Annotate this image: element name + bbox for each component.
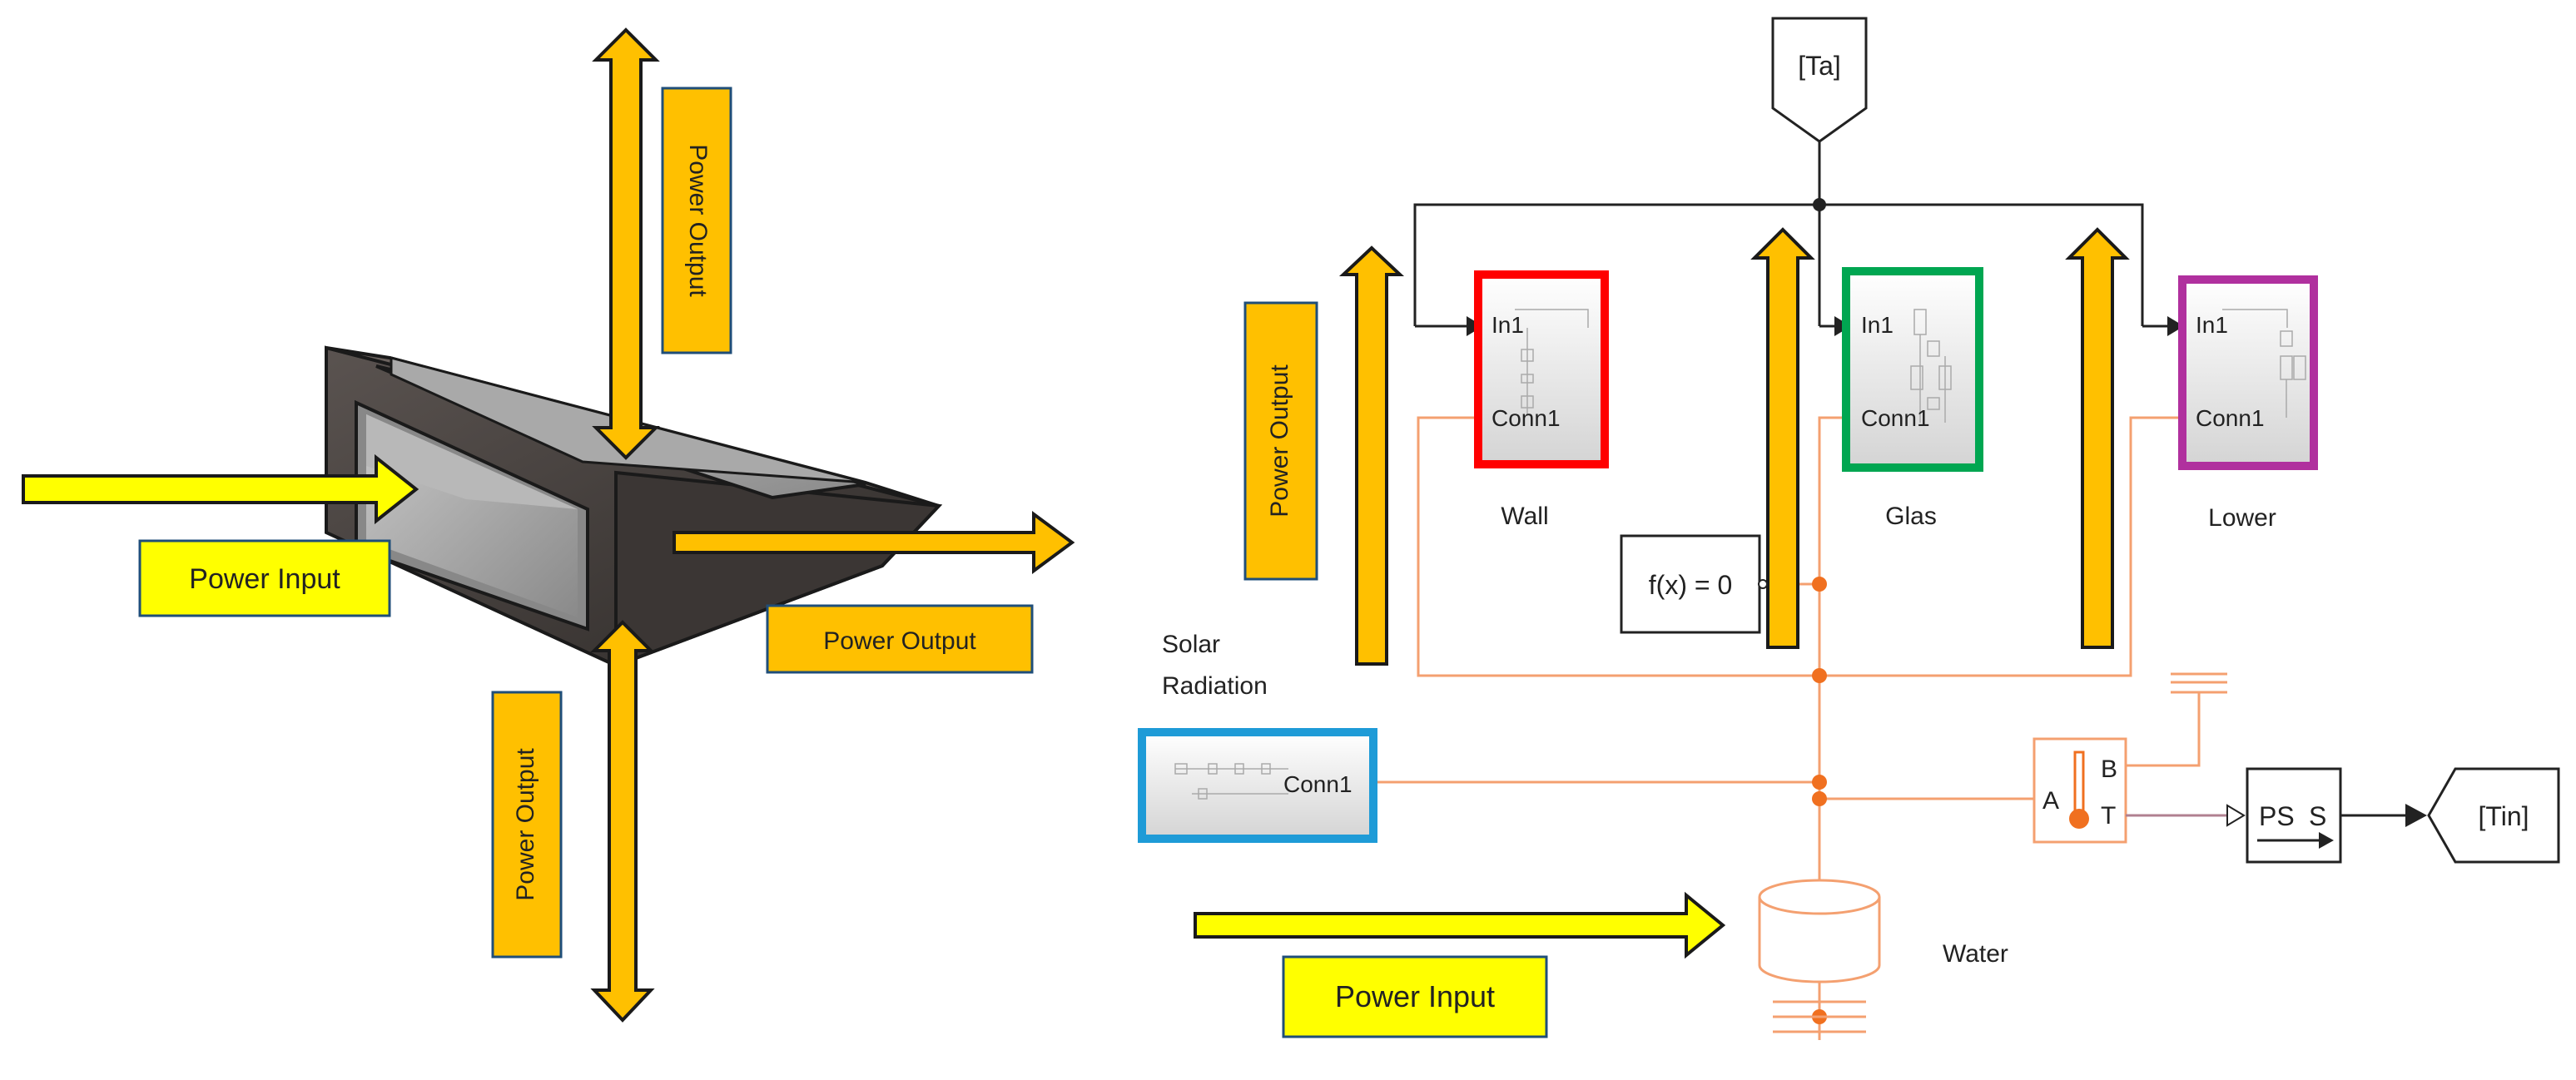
- power-output-bottom-label: Power Output: [512, 748, 539, 901]
- sensor-port-t: T: [2101, 802, 2116, 830]
- ps-simulink-converter-block[interactable]: PS S: [2246, 767, 2342, 864]
- power-output-arrow-3: [2065, 227, 2130, 649]
- power-output-right-label: Power Output: [823, 627, 976, 655]
- ps-in-arrowhead: [2226, 804, 2246, 827]
- right-figure: [Ta]: [1138, 17, 2560, 1040]
- wall-in-port: In1: [1491, 312, 1524, 338]
- solver-configuration-block[interactable]: f(x) = 0: [1620, 534, 1768, 634]
- power-output-label-box: [1243, 301, 1318, 581]
- power-input-right-label: Power Input: [1335, 979, 1495, 1013]
- ta-signal-lines: [1413, 141, 2184, 328]
- glas-conn-port: Conn1: [1861, 405, 1930, 431]
- goto-tin-block[interactable]: [2427, 767, 2560, 864]
- power-output-top-arrow: [592, 27, 660, 460]
- power-output-right-label-box: [766, 604, 1034, 674]
- lower-in-arrowhead: [2167, 316, 2184, 336]
- glas-in-port: In1: [1861, 312, 1894, 338]
- wall-subsystem-block[interactable]: In1 Conn1: [1474, 270, 1609, 468]
- lower-conn-port: Conn1: [2196, 405, 2265, 431]
- water-thermal-mass-block[interactable]: [1758, 879, 1881, 983]
- power-input-arrow-right: [1194, 891, 1726, 959]
- lower-block-name: Lower: [2208, 504, 2276, 532]
- junction-dot: [1812, 577, 1827, 592]
- temperature-sensor-block[interactable]: A B T: [2033, 737, 2127, 844]
- ground-symbol-water: [1773, 1000, 1866, 1033]
- power-input-right-label-box: [1282, 955, 1548, 1038]
- solar-conn-port: Conn1: [1283, 771, 1353, 797]
- power-output-bottom-label-box: [491, 691, 563, 959]
- lower-in-port: In1: [2196, 312, 2228, 338]
- power-output-top-label-box: [661, 87, 732, 354]
- glas-block-name: Glas: [1885, 503, 1937, 530]
- solver-label: f(x) = 0: [1649, 570, 1732, 600]
- goto-ta-label: [Ta]: [1798, 51, 1841, 81]
- power-output-top-label: Power Output: [684, 144, 712, 297]
- power-output-arrow-1: [1338, 245, 1405, 666]
- tin-arrowhead: [2405, 804, 2427, 827]
- power-input-arrow: [22, 453, 419, 525]
- power-output-label: Power Output: [1266, 364, 1293, 518]
- sensor-port-a: A: [2042, 787, 2059, 815]
- ta-junction-dot: [1813, 198, 1826, 211]
- sensor-port-b: B: [2101, 756, 2117, 783]
- s-label: S: [2309, 801, 2326, 831]
- power-input-label-box: [138, 539, 391, 617]
- goto-ta-block[interactable]: [1771, 17, 1868, 143]
- goto-tin-label: [Tin]: [2478, 801, 2529, 831]
- junction-dot: [1812, 775, 1827, 790]
- left-figure: Power Output Power Input Power Output Po…: [22, 27, 1075, 1023]
- solar-label-line2: Radiation: [1162, 672, 1268, 700]
- power-output-arrow-2: [1750, 227, 1815, 649]
- thermometer-icon: [2069, 809, 2089, 829]
- power-input-label: Power Input: [189, 563, 340, 595]
- ps-label: PS: [2259, 801, 2295, 831]
- water-label: Water: [1943, 940, 2008, 968]
- junction-dot: [1812, 668, 1827, 683]
- wall-block-name: Wall: [1501, 503, 1548, 530]
- glas-subsystem-block[interactable]: In1 Conn1: [1842, 267, 1983, 472]
- power-output-bottom-arrow: [590, 620, 655, 1023]
- solar-radiation-block[interactable]: Conn1: [1138, 728, 1377, 843]
- ground-symbol-b: [2171, 672, 2227, 694]
- wall-conn-port: Conn1: [1491, 405, 1561, 431]
- solar-label-line1: Solar: [1162, 631, 1220, 658]
- lower-subsystem-block[interactable]: In1 Conn1: [2178, 275, 2318, 470]
- power-output-right-arrow: [673, 511, 1075, 574]
- junction-dot: [1812, 791, 1827, 806]
